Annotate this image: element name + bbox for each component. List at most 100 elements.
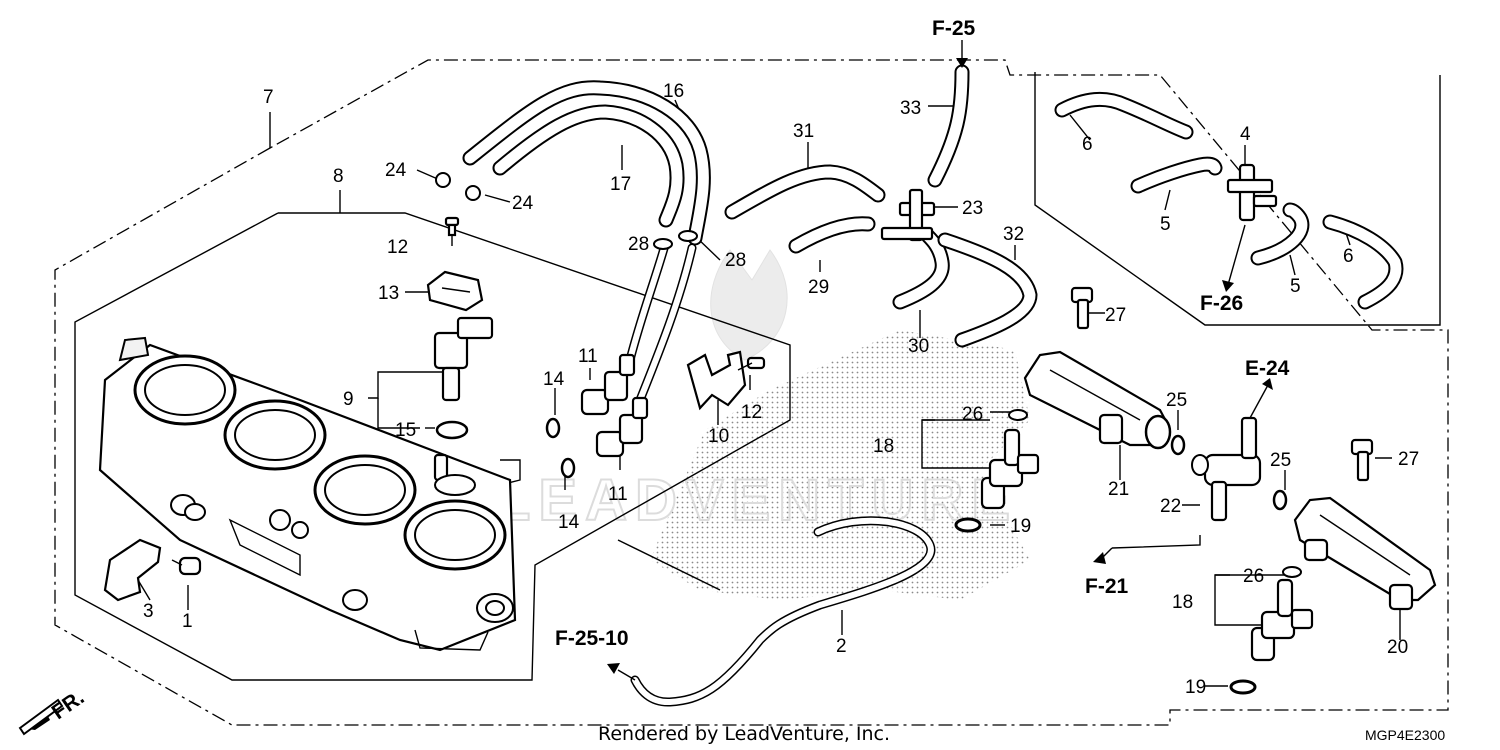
callout-11a: 11 <box>578 346 598 367</box>
callout-5b: 5 <box>1290 276 1301 297</box>
screw-12-upper <box>444 216 460 237</box>
assembly-outline-7 <box>54 59 1449 726</box>
callout-19a: 19 <box>1010 516 1031 537</box>
callout-numbers: 1 2 3 4 5 5 6 6 7 8 9 10 11 11 12 12 13 … <box>143 81 1419 698</box>
callout-31: 31 <box>793 121 814 142</box>
o-ring-25 <box>1170 434 1288 511</box>
screw-12-lower <box>737 356 766 371</box>
sensor-13 <box>426 270 484 312</box>
callout-1: 1 <box>182 611 193 632</box>
callout-12b: 12 <box>741 402 762 423</box>
hose-6-lower <box>1322 214 1404 310</box>
washer-14 <box>545 417 576 479</box>
hose-2 <box>630 516 936 707</box>
seal-19-lower <box>1229 679 1257 695</box>
callout-20: 20 <box>1387 637 1408 658</box>
hose-33 <box>927 64 970 188</box>
callout-32: 32 <box>1003 224 1024 245</box>
callout-6b: 6 <box>1343 246 1354 267</box>
injector-18-lower <box>1250 578 1314 662</box>
assembly-outline-8 <box>74 212 791 681</box>
callout-5a: 5 <box>1160 214 1171 235</box>
callout-9: 9 <box>343 389 354 410</box>
ref-f26: F-26 <box>1200 292 1243 315</box>
callout-23: 23 <box>962 198 983 219</box>
ref-f25: F-25 <box>932 17 976 40</box>
bracket-10 <box>686 350 747 411</box>
vacuum-pipes <box>625 240 697 405</box>
callout-11b: 11 <box>608 484 628 505</box>
hose-16 <box>462 80 711 246</box>
callout-25a: 25 <box>1166 390 1187 411</box>
callout-6a: 6 <box>1082 134 1093 155</box>
clip-24 <box>435 172 481 201</box>
sensor-9 <box>433 316 494 402</box>
screw-1 <box>171 556 202 576</box>
reference-arrows <box>18 40 1273 736</box>
callout-8: 8 <box>333 166 344 187</box>
bracket-3 <box>103 538 162 602</box>
callout-17: 17 <box>610 174 631 195</box>
fuel-rail-21 <box>1023 350 1172 450</box>
fuel-rail-20 <box>1293 496 1437 611</box>
clip-28 <box>653 230 698 250</box>
sensor-11-upper <box>580 353 636 416</box>
callout-27b: 27 <box>1398 449 1419 470</box>
hose-32 <box>937 232 1038 348</box>
callout-21: 21 <box>1108 479 1129 500</box>
ref-f25-10: F-25-10 <box>555 627 629 650</box>
hose-5-lower <box>1250 202 1310 266</box>
callout-25b: 25 <box>1270 450 1291 471</box>
throttle-body <box>98 336 517 652</box>
callout-18b: 18 <box>1172 592 1193 613</box>
kit-box <box>1034 72 1441 326</box>
callout-4: 4 <box>1240 124 1251 145</box>
injector-18-upper <box>980 428 1040 510</box>
callout-2: 2 <box>836 636 847 657</box>
rendered-by-credit: Rendered by LeadVenture, Inc. <box>598 723 890 745</box>
callout-13: 13 <box>378 283 399 304</box>
callout-18a: 18 <box>873 436 894 457</box>
callout-24b: 24 <box>512 193 534 214</box>
callout-30: 30 <box>908 336 929 357</box>
hose-17 <box>492 104 685 228</box>
bolt-27-lower <box>1350 438 1374 482</box>
callout-24a: 24 <box>385 160 407 181</box>
ref-f21: F-21 <box>1085 575 1129 598</box>
joint-4 <box>1226 163 1278 222</box>
callout-22: 22 <box>1160 496 1181 517</box>
callout-7: 7 <box>263 87 274 108</box>
hose-6-upper <box>1054 91 1194 140</box>
hose-29 <box>788 216 876 254</box>
ref-e24: E-24 <box>1245 357 1290 380</box>
callout-14b: 14 <box>558 512 580 533</box>
o-ring-15 <box>435 420 469 440</box>
seal-19-upper <box>954 517 982 533</box>
callout-12a: 12 <box>387 237 408 258</box>
seal-26-upper <box>1008 409 1028 421</box>
callout-28a: 28 <box>628 234 649 255</box>
callout-16: 16 <box>663 81 684 102</box>
callout-15: 15 <box>395 420 416 441</box>
seal-26-lower <box>1282 566 1302 578</box>
watermark-text: LEADVENTURE <box>495 468 1018 533</box>
diagram-code: MGP4E2300 <box>1365 727 1445 743</box>
callout-26b: 26 <box>1243 566 1264 587</box>
callout-33: 33 <box>900 98 921 119</box>
callout-10: 10 <box>708 426 729 447</box>
callout-14a: 14 <box>543 369 565 390</box>
bolt-27-upper <box>1070 286 1094 330</box>
callout-28b: 28 <box>725 250 746 271</box>
callout-19b: 19 <box>1185 677 1206 698</box>
watermark: LEADVENTURE <box>494 249 1030 600</box>
joint-22 <box>1191 416 1262 522</box>
callout-27a: 27 <box>1105 305 1126 326</box>
joint-23 <box>880 188 936 242</box>
front-label: FR. <box>48 686 89 724</box>
callout-29: 29 <box>808 277 829 298</box>
callout-26a: 26 <box>962 404 983 425</box>
hose-5-upper <box>1130 156 1223 194</box>
callout-3: 3 <box>143 601 154 622</box>
